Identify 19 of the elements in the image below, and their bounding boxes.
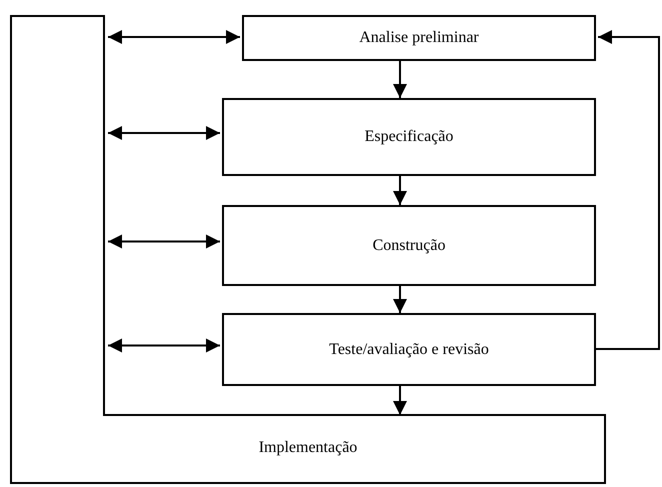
- arrow: [393, 286, 407, 313]
- arrow: [108, 234, 220, 248]
- arrow: [393, 176, 407, 205]
- step-label: Analise preliminar: [359, 29, 479, 47]
- process-box: [222, 313, 596, 386]
- arrow: [596, 30, 660, 350]
- arrow: [108, 30, 240, 44]
- process-box: [242, 15, 596, 61]
- arrow: [393, 386, 407, 415]
- arrow: [393, 61, 407, 98]
- step-label: Construção: [372, 236, 446, 254]
- arrow: [108, 338, 220, 352]
- process-box: [222, 98, 596, 176]
- process-box: [222, 205, 596, 286]
- step-label: Teste/avaliação e revisão: [329, 340, 489, 358]
- arrow: [108, 126, 220, 140]
- step-label: Implementação: [258, 439, 358, 457]
- step-label: Especificação: [364, 128, 454, 146]
- implementation-panel: [10, 15, 606, 484]
